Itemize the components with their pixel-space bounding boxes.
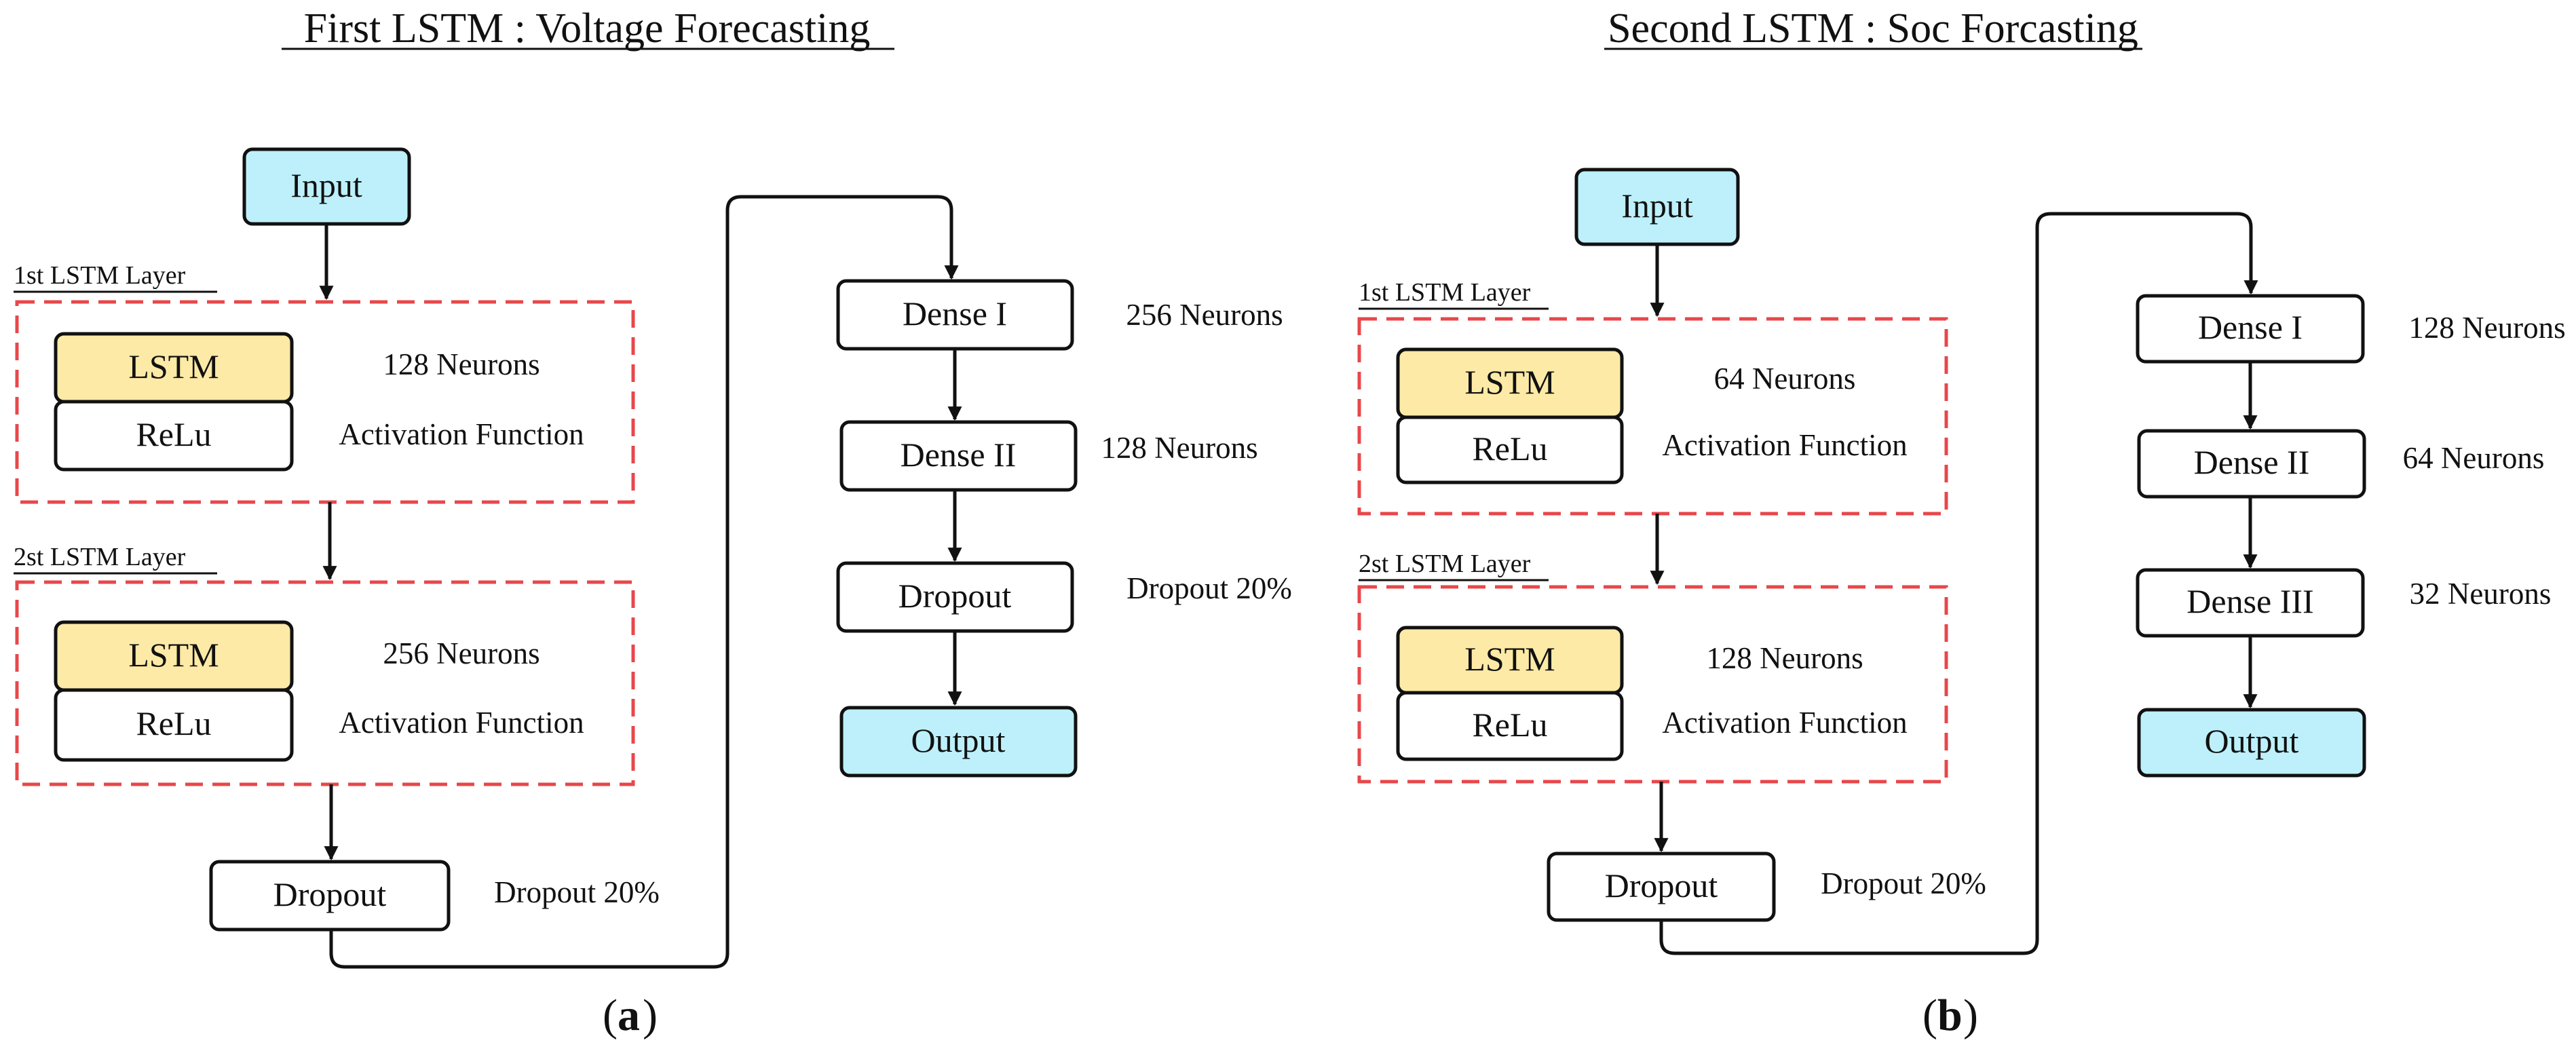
panel-a-output-label: Output: [911, 721, 1006, 759]
svg-text:(: (: [1922, 991, 1937, 1040]
panel-a-layer2-label: 2st LSTM Layer: [14, 543, 186, 571]
panel-b-layer1-neurons: 64 Neurons: [1714, 362, 1856, 396]
svg-text:): ): [643, 991, 658, 1040]
panel-a-input-label: Input: [290, 166, 362, 204]
panel-b-layer2-frame: [1357, 585, 1948, 784]
panel-b-dropout-node: Dropout Dropout 20%: [1547, 852, 1986, 922]
panel-a-layer2-frame: [15, 580, 635, 786]
panel-b-caption-letter: b: [1937, 991, 1963, 1040]
panel-a-layer1-neurons: 128 Neurons: [383, 347, 539, 381]
connector-dropout-to-dense1: [329, 195, 959, 969]
panel-a-lstm-layer-1: 1st LSTM Layer LSTM ReLu 128 Neurons Act…: [14, 261, 635, 504]
panel-b-lstm-layer-2: 2st LSTM Layer LSTM ReLu 128 Neurons Act…: [1357, 550, 1948, 784]
panel-a-layer1-lstm-text: LSTM: [128, 347, 219, 385]
panel-b-dense1-node: Dense I 128 Neurons: [2136, 294, 2566, 364]
panel-b-caption: ( b ): [1922, 991, 1978, 1040]
panel-a-dense2-node: Dense II 128 Neurons: [839, 420, 1258, 492]
panel-a-layer1-activation: Activation Function: [339, 417, 584, 451]
panel-a-layer1-relu-text: ReLu: [136, 415, 211, 453]
panel-b-layer1-lstm-text: LSTM: [1464, 363, 1555, 401]
panel-a-dense2-note: 128 Neurons: [1101, 431, 1257, 465]
panel-b-dense2-note: 64 Neurons: [2403, 441, 2545, 475]
panel-a-dropout2-node: Dropout Dropout 20%: [836, 561, 1292, 633]
panel-a-layer1-frame: [15, 300, 635, 504]
panel-a-dense1-label: Dense I: [903, 294, 1007, 332]
panel-b-dropout-note: Dropout 20%: [1821, 866, 1986, 900]
panel-a: First LSTM : Voltage Forecasting Input 1…: [14, 5, 1292, 1040]
panel-a-dropout-node: Dropout Dropout 20%: [209, 860, 660, 932]
panel-b-dense2-node: Dense II 64 Neurons: [2137, 429, 2545, 499]
panel-b-output-node: Output: [2137, 708, 2366, 778]
svg-text:): ): [1963, 991, 1978, 1040]
panel-b-layer2-activation: Activation Function: [1662, 706, 1907, 740]
panel-a-output-node: Output: [839, 706, 1078, 778]
connector-b-dropout-to-dense1: [1659, 212, 2258, 955]
panel-b-layer1-activation: Activation Function: [1662, 428, 1907, 462]
panel-b-input-label: Input: [1621, 187, 1693, 225]
panel-b-lstm-layer-1: 1st LSTM Layer LSTM ReLu 64 Neurons Acti…: [1357, 278, 1948, 516]
panel-a-dropout-label: Dropout: [273, 875, 387, 913]
panel-a-layer2-neurons: 256 Neurons: [383, 636, 539, 670]
panel-a-dropout2-label: Dropout: [898, 577, 1012, 615]
panel-b-input-node: Input: [1574, 168, 1740, 246]
panel-b-dense2-label: Dense II: [2194, 443, 2310, 481]
panel-b-layer2-lstm-text: LSTM: [1464, 640, 1555, 678]
panel-a-lstm-layer-2: 2st LSTM Layer LSTM ReLu 256 Neurons Act…: [14, 543, 635, 786]
panel-b-dense1-label: Dense I: [2198, 308, 2303, 346]
panel-b-layer2-neurons: 128 Neurons: [1706, 641, 1863, 675]
panel-b-layer2-relu-cell: [1396, 691, 1624, 761]
panel-a-layer2-relu-text: ReLu: [136, 704, 211, 742]
panel-b-dense3-node: Dense III 32 Neurons: [2136, 568, 2552, 638]
panel-a-dense1-node: Dense I 256 Neurons: [836, 279, 1283, 351]
panel-b-dropout-label: Dropout: [1605, 866, 1718, 904]
panel-a-caption-letter: a: [618, 991, 640, 1040]
panel-a-dense1-note: 256 Neurons: [1126, 298, 1283, 332]
panel-a-input-node: Input: [242, 147, 411, 226]
panel-b-output-label: Output: [2205, 722, 2299, 760]
panel-a-layer1-relu-cell: [54, 400, 294, 472]
panel-b-dense1-note: 128 Neurons: [2408, 311, 2565, 345]
panel-b-layer1-relu-text: ReLu: [1472, 429, 1547, 467]
panel-a-dropout2-note: Dropout 20%: [1126, 571, 1292, 605]
panel-b-layer1-relu-cell: [1396, 415, 1624, 484]
panel-b-layer1-label: 1st LSTM Layer: [1359, 278, 1531, 307]
panel-b-dense3-label: Dense III: [2186, 582, 2313, 620]
panel-a-caption: ( a ): [603, 991, 658, 1040]
panel-a-dense2-label: Dense II: [901, 436, 1017, 474]
panel-b-dense3-note: 32 Neurons: [2410, 577, 2552, 611]
panel-b-title: Second LSTM : Soc Forcasting: [1608, 5, 2138, 52]
panel-a-dropout-note: Dropout 20%: [494, 875, 660, 909]
panel-a-layer2-activation: Activation Function: [339, 706, 584, 740]
panel-a-layer2-relu-cell: [54, 688, 294, 762]
panel-a-layer2-lstm-text: LSTM: [128, 636, 219, 674]
panel-a-layer1-label: 1st LSTM Layer: [14, 261, 186, 290]
panel-b-layer2-label: 2st LSTM Layer: [1359, 550, 1531, 578]
panel-b: Second LSTM : Soc Forcasting Input 1st L…: [1357, 5, 2566, 1040]
svg-text:(: (: [603, 991, 618, 1040]
panel-b-layer2-relu-text: ReLu: [1472, 706, 1547, 744]
panel-b-layer1-frame: [1357, 317, 1948, 516]
panel-a-title: First LSTM : Voltage Forecasting: [304, 5, 871, 52]
